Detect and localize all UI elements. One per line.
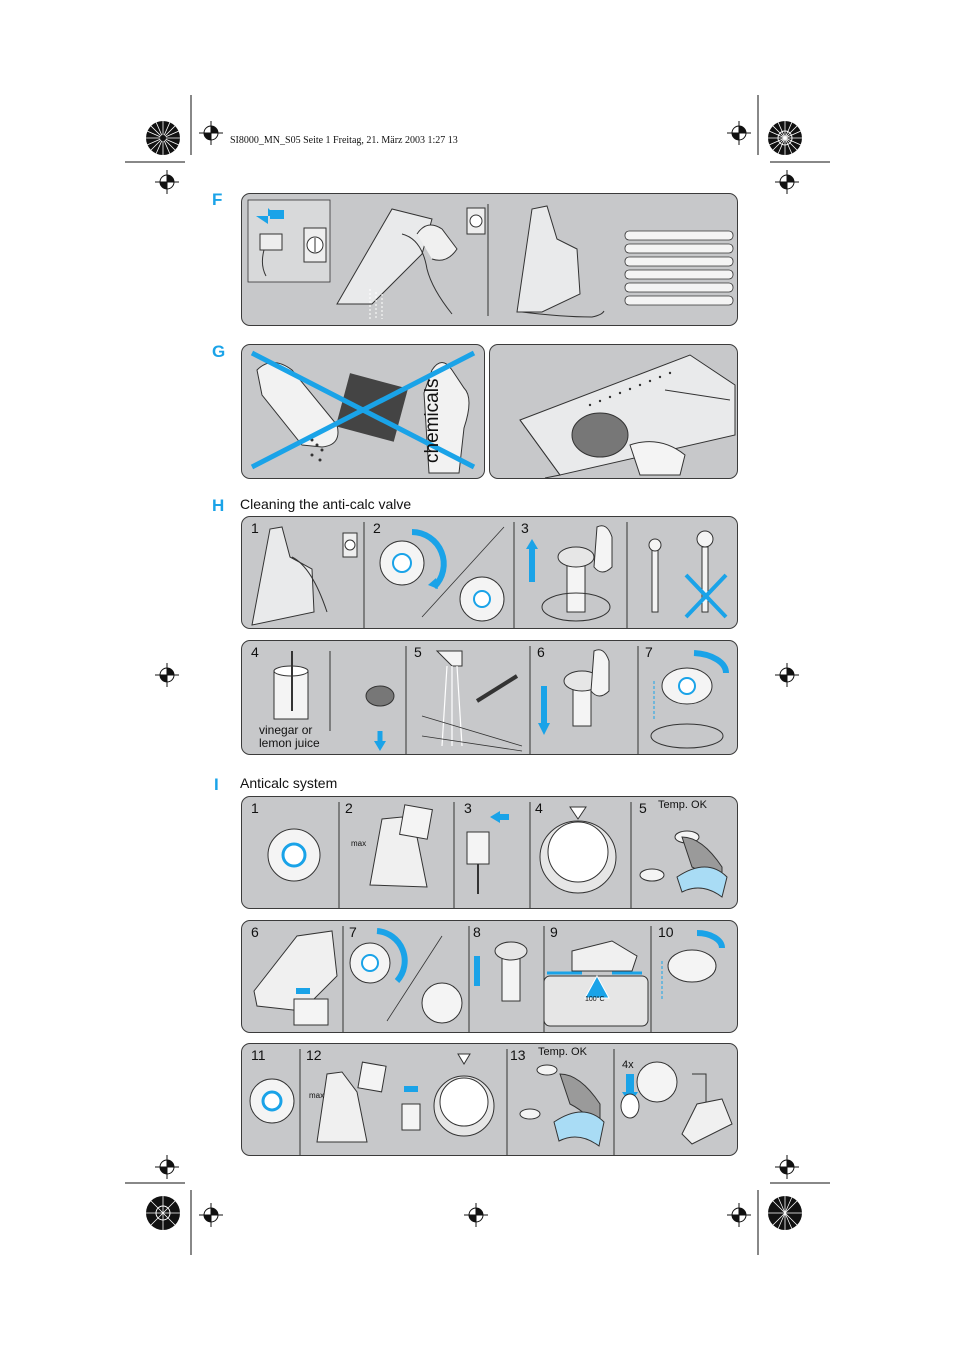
- step-number: 7: [645, 644, 653, 660]
- crosshair-mark: [775, 663, 799, 687]
- step-number: 11: [251, 1047, 266, 1063]
- step-number: 1: [251, 520, 259, 536]
- max-label: max: [309, 1091, 325, 1100]
- step-number: 12: [306, 1047, 322, 1063]
- step-number: 4: [251, 644, 259, 660]
- count-4x-label: 4x: [622, 1059, 634, 1071]
- max-label: max: [351, 839, 367, 848]
- panel-g-right: [489, 344, 738, 479]
- panel-i-row1: 1 2 3 4 5 Temp. OK max: [241, 796, 738, 909]
- panel-f: [241, 193, 738, 326]
- panel-g-left: chemicals: [241, 344, 485, 479]
- step-number: 10: [658, 924, 674, 940]
- step-number: 6: [251, 924, 259, 940]
- caption-lemon-juice: lemon juice: [259, 736, 320, 750]
- crosshair-mark: [727, 1203, 751, 1227]
- illustration-unplug-iron: [247, 199, 734, 320]
- crosshair-mark: [199, 121, 223, 145]
- temperature-100-label: 100°C: [585, 996, 605, 1003]
- crosshair-mark: [155, 170, 179, 194]
- step-number: 2: [345, 800, 353, 816]
- caption-vinegar: vinegar or: [259, 723, 313, 737]
- temp-ok-label: Temp. OK: [538, 1046, 587, 1058]
- crosshair-mark: [775, 1155, 799, 1179]
- sunburst-mark-bottom-left: [146, 1196, 180, 1230]
- sunburst-mark-top-right: [768, 121, 802, 155]
- section-title-h: Cleaning the anti-calc valve: [240, 496, 412, 512]
- step-number: 5: [639, 800, 647, 816]
- chemicals-label: chemicals: [422, 378, 443, 463]
- crosshair-mark: [464, 1203, 488, 1227]
- step-number: 3: [464, 800, 472, 816]
- crosshair-mark: [155, 663, 179, 687]
- illustration-anticalc-steps-11-13: [249, 1049, 733, 1155]
- panel-i-row3: 11 12 13 Temp. OK max 4x: [241, 1043, 738, 1156]
- illustration-valve-steps-4-7: [273, 646, 730, 754]
- illustration-valve-steps-1-3: [251, 522, 728, 628]
- panel-i-row2: 6 7 8 9 10 100°C: [241, 920, 738, 1033]
- step-number: 7: [349, 924, 357, 940]
- panel-h-row1: 1 2 3: [241, 516, 738, 629]
- step-number: 9: [550, 924, 558, 940]
- step-number: 13: [510, 1047, 526, 1063]
- step-number: 8: [473, 924, 481, 940]
- section-letter-g: G: [212, 342, 226, 361]
- section-title-i: Anticalc system: [240, 775, 338, 791]
- illustration-anticalc-steps-6-10: [253, 926, 725, 1032]
- file-info-header: SI8000_MN_S05 Seite 1 Freitag, 21. März …: [230, 135, 458, 146]
- illustration-clean-soleplate: [519, 354, 736, 478]
- step-number: 5: [414, 644, 422, 660]
- crosshair-mark: [199, 1203, 223, 1227]
- step-number: 1: [251, 800, 259, 816]
- panel-h-row2: 4 5 6 7 vinegar or lemon juice: [241, 640, 738, 755]
- sunburst-mark-bottom-right: [768, 1196, 802, 1230]
- section-letter-h: H: [212, 496, 225, 515]
- step-number: 3: [521, 520, 529, 536]
- temp-ok-label: Temp. OK: [658, 799, 707, 811]
- step-number: 6: [537, 644, 545, 660]
- illustration-anticalc-steps-1-5: [267, 802, 728, 908]
- sunburst-mark-top-left: [146, 121, 180, 155]
- step-number: 4: [535, 800, 543, 816]
- illustration-no-chemicals: [250, 350, 476, 474]
- crosshair-mark: [727, 121, 751, 145]
- section-letter-f: F: [212, 190, 223, 209]
- crosshair-mark: [155, 1155, 179, 1179]
- crosshair-mark: [775, 170, 799, 194]
- step-number: 2: [373, 520, 381, 536]
- section-letter-i: I: [214, 775, 219, 794]
